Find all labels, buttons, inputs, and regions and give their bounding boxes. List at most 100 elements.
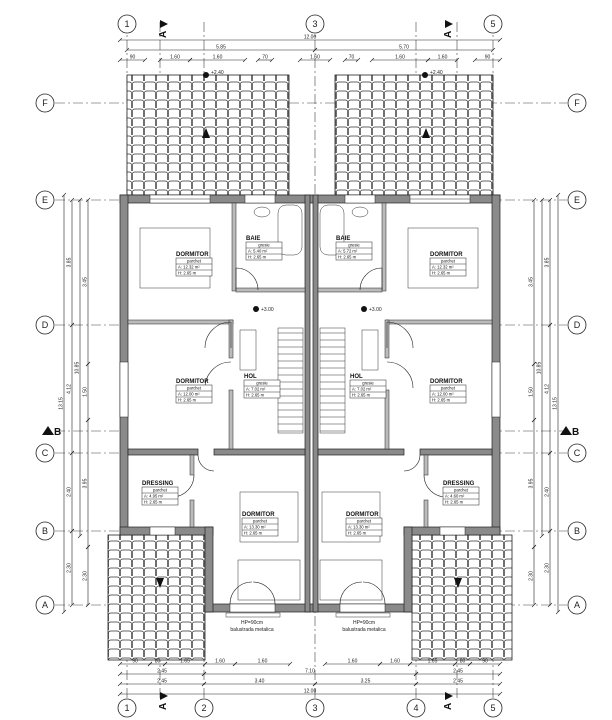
dimension-tick: [69, 602, 75, 608]
dimension-tick: [202, 661, 208, 667]
dimension-tick: [232, 661, 238, 667]
dimension-tick: [201, 681, 207, 687]
dimension-value: 2.45: [453, 679, 463, 685]
room-height: H: 2.65 m: [432, 398, 451, 403]
room-name: DORMITOR: [176, 379, 209, 385]
roof-areas: [107, 74, 513, 661]
dimension-value: 1.50: [529, 387, 535, 397]
terrace-bottom-right: [411, 534, 513, 661]
dimension-tick: [287, 661, 293, 667]
grid-bubble-F: [35, 93, 55, 113]
dimension-value: 1.60: [170, 55, 180, 61]
grid-bubble-E: [35, 190, 55, 210]
grid-bubble-5: [483, 14, 503, 34]
room-floor: gresie: [362, 381, 374, 386]
dimension-tick: [187, 57, 193, 63]
room-floor: parchet: [441, 386, 456, 391]
room-info-box: [141, 486, 179, 506]
grid-label: F: [42, 98, 48, 108]
grid-bubble-1: [117, 14, 137, 34]
dimension-tick: [117, 681, 123, 687]
grid-label: A: [42, 600, 48, 610]
dimension-tick: [355, 57, 361, 63]
dimension-tick: [312, 681, 318, 687]
dimension-tick: [117, 37, 123, 43]
room-info-box: [429, 384, 467, 404]
walls: [119, 194, 501, 613]
balcony-railing-right: balustrada metalica: [342, 627, 386, 633]
dimension-value: 2.30: [67, 563, 73, 573]
dimension-tick: [85, 417, 91, 423]
room-info-box: [241, 517, 279, 537]
section-arrow-icon: [160, 20, 168, 28]
room-floor: parchet: [253, 519, 268, 524]
room-floor: gresie: [348, 243, 360, 248]
room-height: H: 2.65 m: [352, 393, 371, 398]
room-name: DORMITOR: [430, 379, 463, 385]
room-floor: parchet: [187, 386, 202, 391]
terrace-bottom-left: [107, 534, 206, 661]
dimension-value: 5.85: [216, 45, 226, 51]
room-floor: parchet: [153, 488, 168, 493]
dimension-value: 3.95: [529, 478, 535, 488]
grid-bubble-A: [567, 595, 587, 615]
grid-label: 5: [490, 703, 495, 713]
roof-top-right: [334, 74, 494, 196]
furniture: [139, 204, 479, 601]
dimension-value: 1.60: [390, 659, 400, 665]
section-label: A: [443, 703, 454, 710]
slope-arrow-icon: [454, 578, 462, 588]
dimension-tick: [555, 609, 561, 615]
room-name: DORMITOR: [346, 512, 379, 518]
room-info-box: [243, 379, 281, 399]
room-area: A: 7.02 m²: [352, 387, 372, 392]
grid-label: E: [42, 195, 48, 205]
grid-label: D: [574, 320, 581, 330]
room-name: HOL: [244, 374, 257, 380]
grid-label: E: [574, 195, 580, 205]
grid-label: A: [574, 600, 580, 610]
dimension-value: 70: [262, 55, 268, 61]
grid-label: B: [42, 526, 48, 536]
room-area: A: 13.30 m²: [244, 525, 266, 530]
dimension-value: 1.60: [438, 55, 448, 61]
room-info-box: [429, 257, 467, 277]
dimension-value: 1.60: [215, 659, 225, 665]
dimension-value: 2.30: [83, 571, 89, 581]
room-area: A: 12.00 m²: [432, 392, 454, 397]
grid-label: 2: [201, 703, 206, 713]
dimension-tick: [142, 57, 148, 63]
room-height: H: 2.65 m: [432, 271, 451, 276]
dimension-value: 2.30: [529, 571, 535, 581]
dimension-tick: [407, 661, 413, 667]
grid-label: 3: [312, 703, 317, 713]
room-height: H: 2.65 m: [248, 255, 267, 260]
room-area: A: 13.30 m²: [348, 525, 370, 530]
dimension-tick: [61, 609, 67, 615]
slope-arrow-icon: [156, 578, 164, 588]
section-label: A: [158, 703, 169, 710]
dimension-tick: [547, 322, 553, 328]
dimension-tick: [454, 57, 460, 63]
elevation-roof-right: +2.40: [430, 70, 443, 76]
dimension-value: 3.85: [67, 257, 73, 267]
dimension-tick: [327, 57, 333, 63]
dimension-tick: [297, 57, 303, 63]
dimension-value: 1.50: [83, 387, 89, 397]
section-label: B: [572, 427, 579, 438]
dimension-tick: [547, 197, 553, 203]
dimension-tick: [147, 661, 153, 667]
dimension-tick: [117, 671, 123, 677]
dimension-value: 2.45: [157, 669, 167, 675]
grid-label: 3: [312, 19, 317, 29]
room-name: DORMITOR: [176, 252, 209, 258]
elevation-hol-right: +3.00: [369, 307, 382, 313]
room-floor: gresie: [256, 381, 268, 386]
dimension-tick: [425, 57, 431, 63]
room-info-box: [345, 517, 383, 537]
